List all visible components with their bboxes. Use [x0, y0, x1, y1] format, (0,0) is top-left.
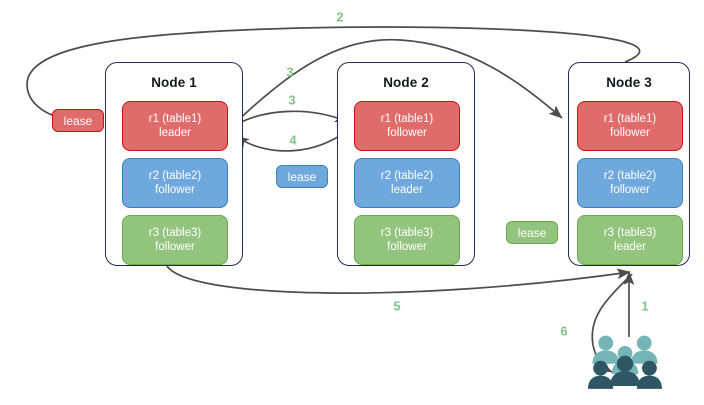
- replica-role: leader: [159, 127, 191, 139]
- edge-step-5: [166, 265, 631, 294]
- replica-role: follower: [387, 241, 427, 253]
- replica-name: r1 (table1): [603, 112, 657, 125]
- people-group-icon: [588, 335, 662, 389]
- edge-label-step-4: 4: [289, 132, 297, 148]
- lease-label: lease: [63, 113, 93, 128]
- replica-node1-r1[interactable]: r1 (table1) leader: [122, 101, 228, 151]
- lease-badge-r3[interactable]: lease: [506, 221, 558, 244]
- lease-badge-r2[interactable]: lease: [276, 165, 328, 188]
- edge-label-step-3-lower: 3: [288, 92, 296, 108]
- node-box-node2[interactable]: Node 2 r1 (table1) follower r2 (table2) …: [337, 62, 475, 266]
- replica-role: follower: [610, 184, 650, 196]
- replica-name: r3 (table3): [603, 226, 657, 239]
- replica-node1-r2[interactable]: r2 (table2) follower: [122, 158, 228, 208]
- lease-label: lease: [517, 225, 547, 240]
- replica-node3-r1[interactable]: r1 (table1) follower: [577, 101, 683, 151]
- replica-name: r3 (table3): [148, 226, 202, 239]
- replica-node2-r1[interactable]: r1 (table1) follower: [354, 101, 460, 151]
- replica-role: follower: [387, 127, 427, 139]
- replica-role: follower: [610, 127, 650, 139]
- replica-node3-r2[interactable]: r2 (table2) follower: [577, 158, 683, 208]
- replica-node2-r2[interactable]: r2 (table2) leader: [354, 158, 460, 208]
- replica-name: r1 (table1): [380, 112, 434, 125]
- replica-node2-r3[interactable]: r3 (table3) follower: [354, 215, 460, 265]
- edge-label-step-6: 6: [560, 323, 568, 339]
- replica-role: follower: [155, 241, 195, 253]
- replica-role: leader: [614, 241, 646, 253]
- replica-name: r2 (table2): [148, 169, 202, 182]
- replica-node3-r3[interactable]: r3 (table3) leader: [577, 215, 683, 265]
- node-box-node3[interactable]: Node 3 r1 (table1) follower r2 (table2) …: [568, 62, 690, 266]
- replica-node1-r3[interactable]: r3 (table3) follower: [122, 215, 228, 265]
- edge-label-step-2: 2: [336, 9, 344, 25]
- node-box-node1[interactable]: Node 1 r1 (table1) leader r2 (table2) fo…: [105, 62, 243, 266]
- replica-name: r2 (table2): [380, 169, 434, 182]
- edge-step-3-lower: [229, 110, 349, 129]
- lease-badge-r1[interactable]: lease: [52, 109, 104, 132]
- edge-label-step-5: 5: [393, 298, 401, 314]
- lease-label: lease: [287, 169, 317, 184]
- node-title-node3: Node 3: [606, 75, 652, 90]
- replica-role: follower: [155, 184, 195, 196]
- replica-name: r1 (table1): [148, 112, 202, 125]
- edge-label-step-3-upper: 3: [286, 64, 294, 80]
- node-title-node2: Node 2: [383, 75, 429, 90]
- replica-role: leader: [391, 184, 423, 196]
- node-title-node1: Node 1: [151, 75, 197, 90]
- replica-name: r2 (table2): [603, 169, 657, 182]
- replica-name: r3 (table3): [380, 226, 434, 239]
- edge-label-step-1: 1: [641, 298, 649, 314]
